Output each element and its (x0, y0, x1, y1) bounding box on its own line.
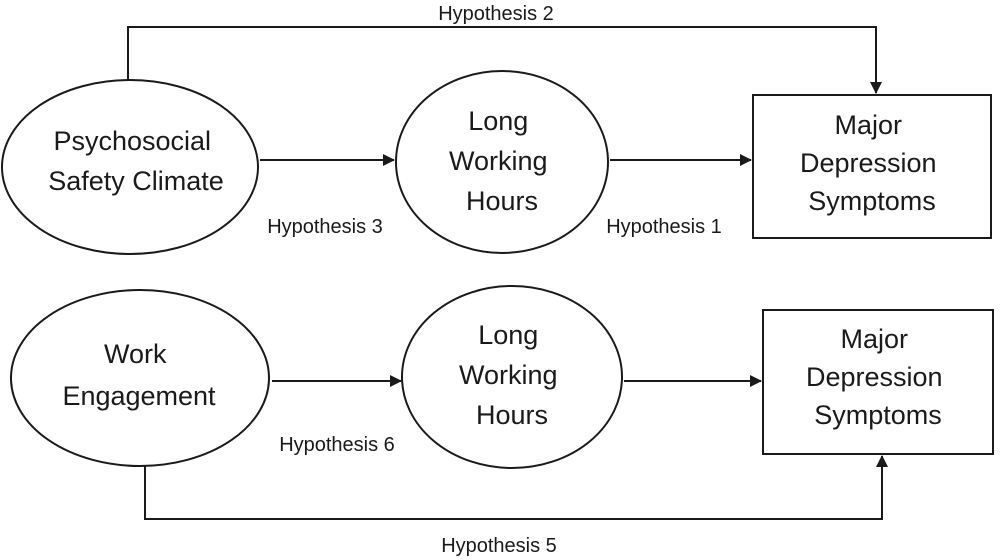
we-line-2: Engagement (62, 381, 216, 411)
major-depression-symptoms-box-bottom (762, 309, 994, 455)
long-working-hours-label-top: Long Working Hours (449, 106, 555, 216)
major-depression-symptoms-label-bottom: Major Depression Symptoms (806, 324, 950, 430)
hypothesis-2-label: Hypothesis 2 (438, 3, 554, 25)
mds-top-line-1: Major (834, 110, 902, 140)
we-line-1: Work (104, 339, 167, 369)
lwh-top-line-3: Hours (466, 186, 538, 216)
major-depression-symptoms-box-top (752, 94, 992, 239)
hypothesis-3-label: Hypothesis 3 (267, 216, 383, 238)
mds-bottom-line-1: Major (840, 324, 908, 354)
psc-line-2: Safety Climate (48, 166, 224, 196)
hypothesis-6-label: Hypothesis 6 (279, 434, 395, 456)
lwh-bottom-line-1: Long (478, 320, 538, 350)
top-model: Psychosocial Safety Climate Long Working… (1, 3, 992, 255)
lwh-bottom-line-3: Hours (476, 400, 548, 430)
long-working-hours-label-bottom: Long Working Hours (459, 320, 565, 430)
lwh-top-line-1: Long (468, 106, 528, 136)
work-engagement-node (10, 289, 270, 467)
long-working-hours-node-bottom (401, 285, 623, 469)
mds-bottom-line-3: Symptoms (814, 400, 942, 430)
psc-line-1: Psychosocial (53, 126, 211, 156)
arrow-hypothesis-5 (144, 455, 888, 520)
lwh-bottom-line-2: Working (459, 360, 558, 390)
long-working-hours-node-top (395, 70, 609, 254)
mds-bottom-line-2: Depression (806, 362, 943, 392)
mds-top-line-3: Symptoms (808, 186, 936, 216)
mds-top-line-2: Depression (800, 148, 937, 178)
major-depression-symptoms-label-top: Major Depression Symptoms (800, 110, 944, 216)
work-engagement-label: Work Engagement (62, 339, 216, 411)
lwh-top-line-2: Working (449, 146, 548, 176)
psychosocial-safety-climate-label: Psychosocial Safety Climate (48, 126, 224, 196)
hypothesis-5-label: Hypothesis 5 (441, 535, 557, 557)
hypothesis-1-label: Hypothesis 1 (606, 216, 722, 238)
bottom-model: Work Engagement Long Working Hours Major… (10, 285, 994, 557)
psychosocial-safety-climate-node (1, 79, 259, 255)
arrow-hypothesis-2 (127, 26, 882, 94)
